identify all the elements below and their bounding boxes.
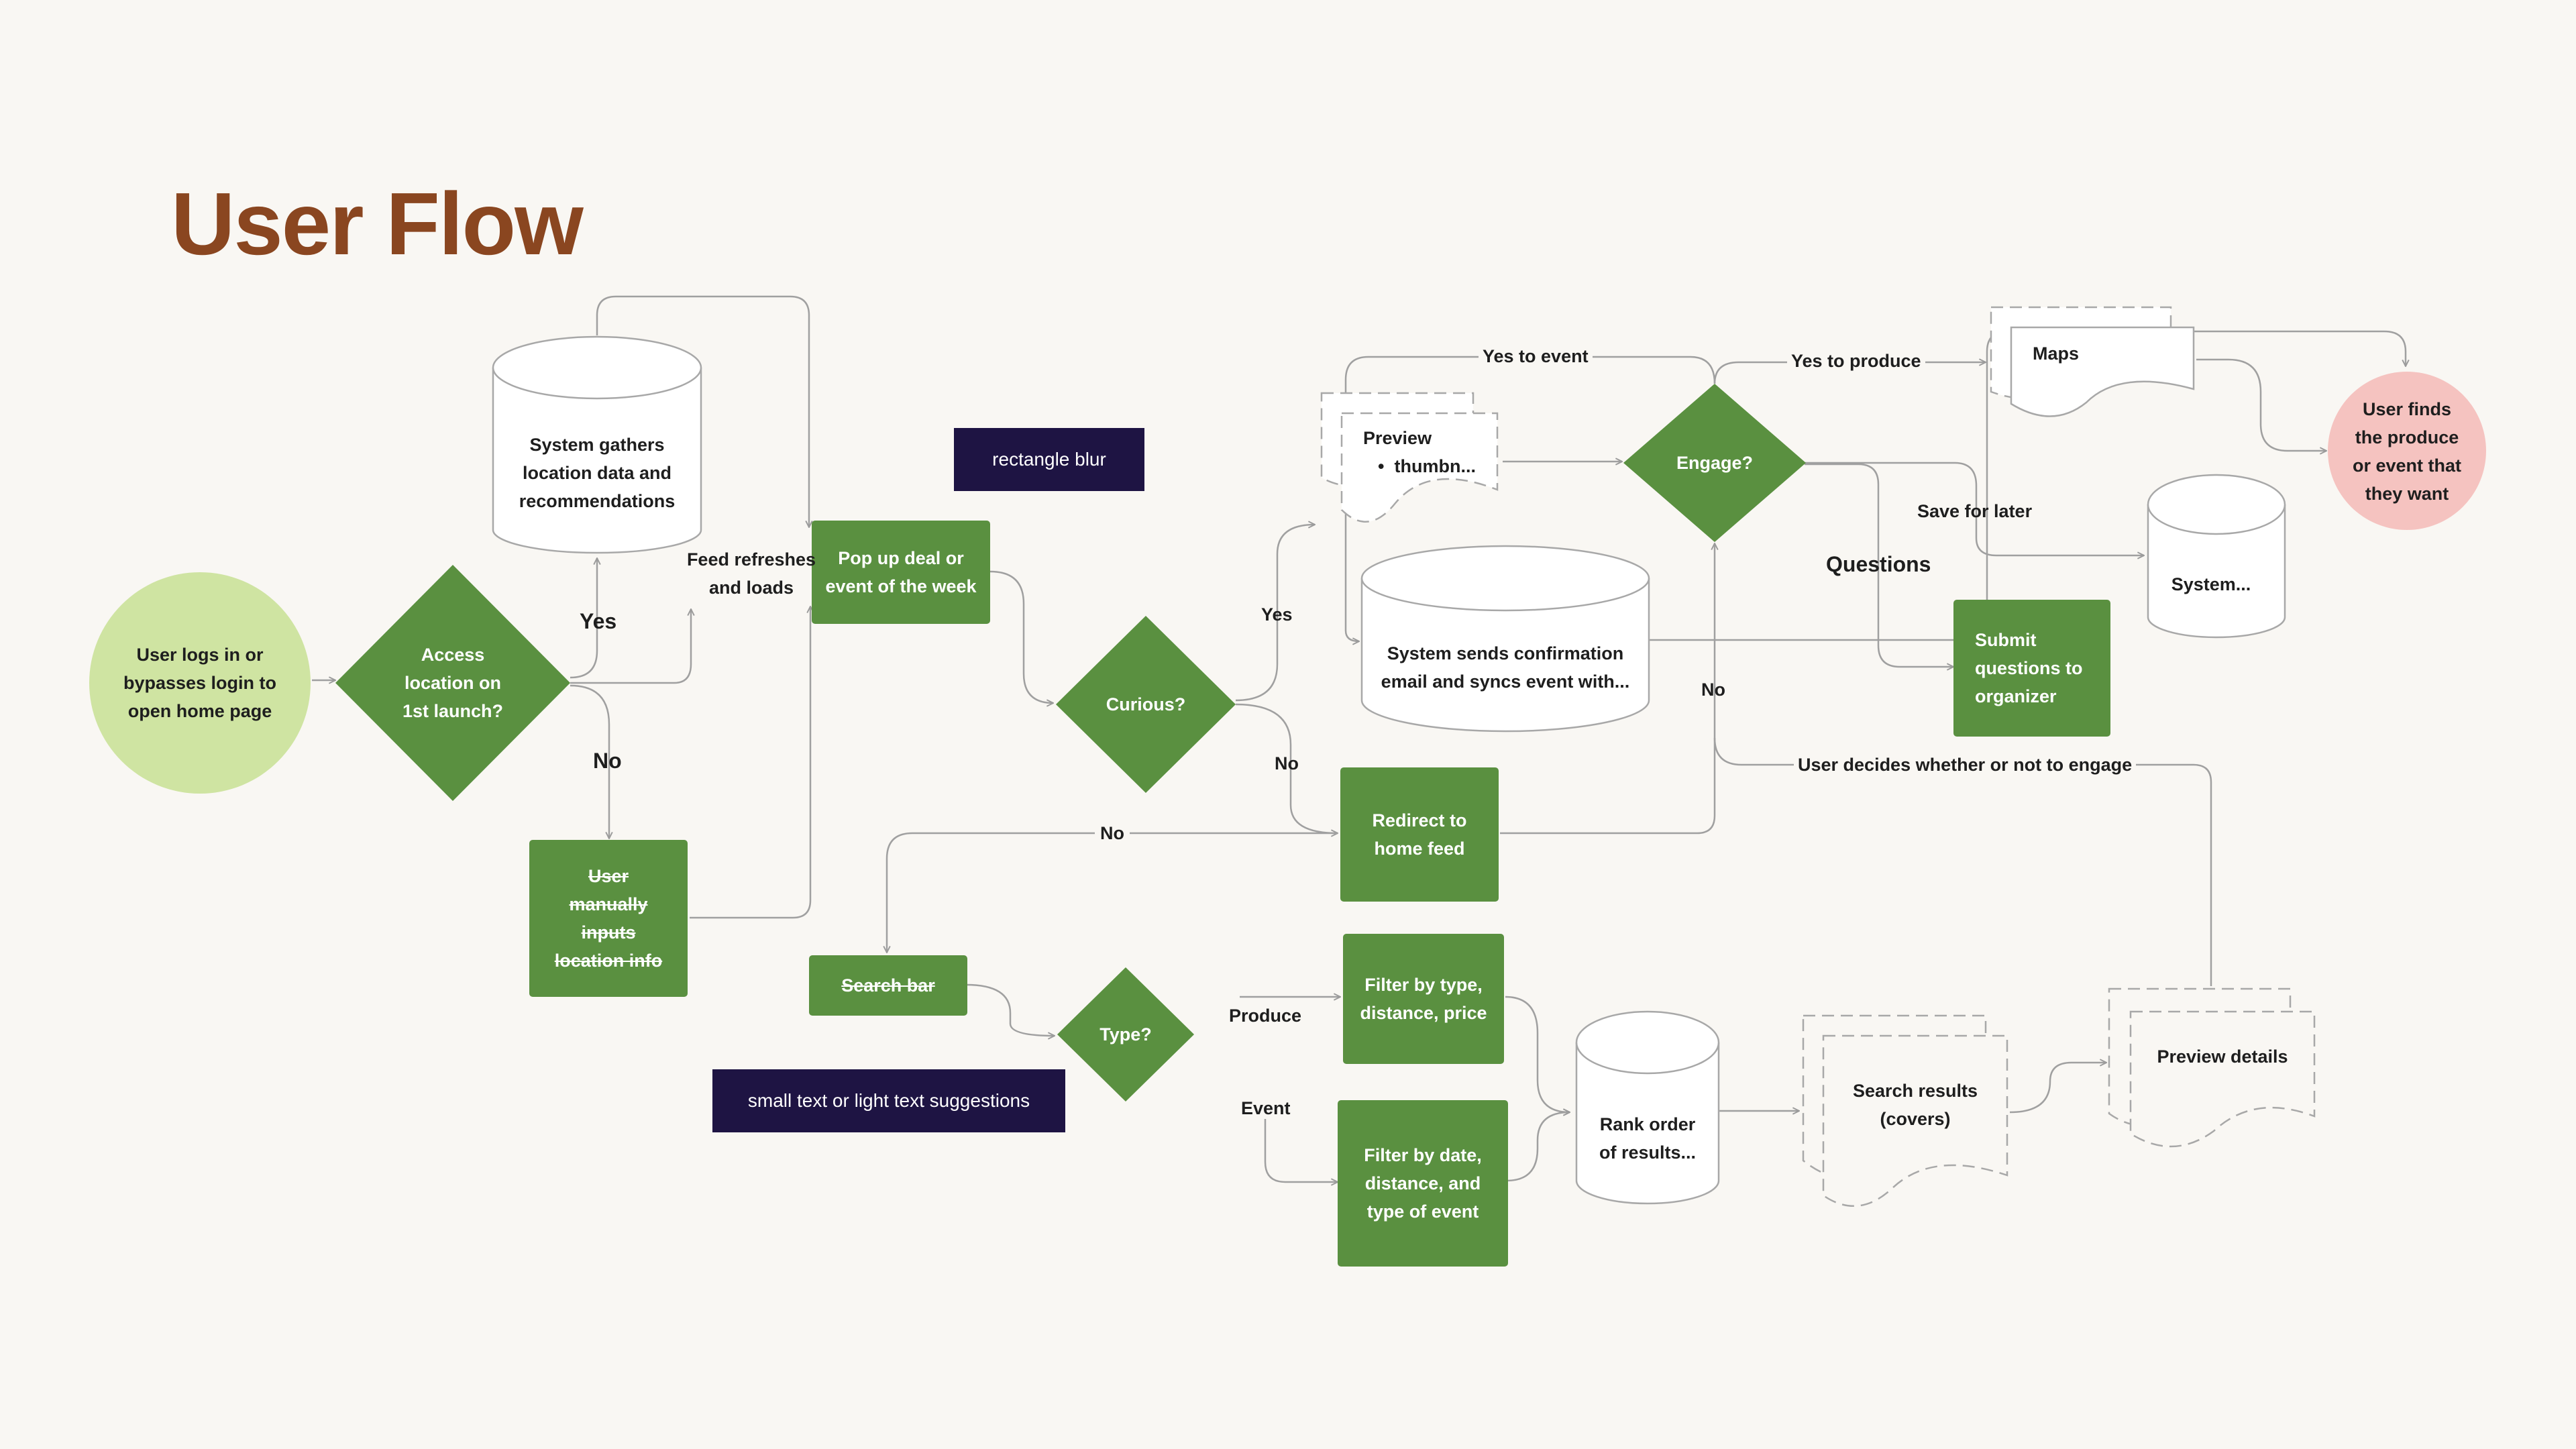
- edge-search-to-type: [965, 983, 1055, 1036]
- preview-item-text: thumbn...: [1394, 456, 1476, 476]
- edge-label-produce: Produce: [1229, 1006, 1302, 1026]
- preview-text: Preview • thumbn...: [1363, 424, 1476, 480]
- type-diamond: [1057, 967, 1194, 1102]
- edge-engage-yes-produce: [1713, 362, 1986, 384]
- system-gathers-cylinder: [492, 335, 702, 554]
- note-rectangle-blur: rectangle blur: [954, 428, 1144, 491]
- edge-label-no-engage: No: [1701, 680, 1725, 700]
- edge-label-yes-access: Yes: [580, 609, 617, 633]
- system-sends-cylinder: [1360, 545, 1650, 733]
- edge-filter-type-to-rank: [1505, 996, 1570, 1112]
- edge-label-yes-to-produce: Yes to produce: [1787, 350, 1925, 372]
- curious-diamond: [1056, 616, 1236, 793]
- engage-diamond: [1623, 384, 1806, 542]
- start-node: [89, 572, 311, 794]
- preview-item: • thumbn...: [1378, 456, 1476, 476]
- edge-popup-to-curious: [989, 570, 1053, 703]
- connectors: [312, 295, 2406, 1182]
- access-location-diamond: [335, 565, 570, 801]
- edge-curious-no: [1235, 703, 1338, 833]
- edge-label-user-decides: User decides whether or not to engage: [1794, 754, 2137, 776]
- system-db-cylinder: [2147, 474, 2286, 639]
- submit-questions-box: [1953, 600, 2110, 737]
- edge-engage-save: [1805, 462, 2144, 555]
- manual-location-box: [529, 840, 688, 997]
- maps-doc-shape: [1990, 306, 2195, 417]
- end-node: [2328, 372, 2486, 530]
- edge-label-no-access: No: [593, 749, 622, 773]
- edge-access-no: [570, 684, 609, 839]
- rank-order-cylinder: [1575, 1010, 1720, 1205]
- edge-manual-to-popup: [690, 606, 810, 919]
- edge-engage-yes-event: [1344, 356, 1716, 641]
- edge-label-yes-to-event: Yes to event: [1479, 345, 1593, 368]
- preview-title: Preview: [1363, 428, 1432, 448]
- edge-label-questions: Questions: [1826, 552, 1931, 576]
- filter-type-box: [1343, 934, 1504, 1064]
- edge-label-event: Event: [1238, 1097, 1293, 1120]
- edge-type-event: [1264, 1100, 1338, 1182]
- edge-curious-yes: [1235, 525, 1315, 702]
- edge-label-save-for-later: Save for later: [1917, 501, 2033, 521]
- edge-results-to-details: [2009, 1063, 2106, 1114]
- edge-engage-questions: [1805, 463, 1953, 667]
- search-results-doc-shape: [1802, 1014, 2008, 1208]
- edge-access-feed: [570, 609, 691, 684]
- popup-deal-box: [812, 521, 990, 624]
- edge-label-no-redirect: No: [1095, 822, 1130, 845]
- edge-label-no-curious: No: [1275, 753, 1299, 773]
- preview-doc-shape: [1320, 392, 1499, 523]
- edge-submit-loop: [1986, 330, 2406, 600]
- edge-redirect-to-search: [887, 832, 1338, 953]
- search-bar-box: [809, 955, 967, 1016]
- edge-label-yes-curious: Yes: [1261, 604, 1293, 625]
- redirect-box: [1340, 767, 1499, 902]
- edge-maps-to-finds: [2196, 358, 2326, 451]
- filter-date-box: [1338, 1100, 1508, 1267]
- edge-gather-loop: [596, 295, 809, 527]
- note-light-text: small text or light text suggestions: [712, 1069, 1065, 1132]
- edge-filter-date-to-rank: [1506, 1112, 1570, 1182]
- edge-redirect-to-engage: [1500, 543, 1715, 835]
- page-title: User Flow: [171, 174, 584, 273]
- edge-access-yes: [570, 558, 597, 679]
- preview-details-doc-shape: [2108, 987, 2316, 1148]
